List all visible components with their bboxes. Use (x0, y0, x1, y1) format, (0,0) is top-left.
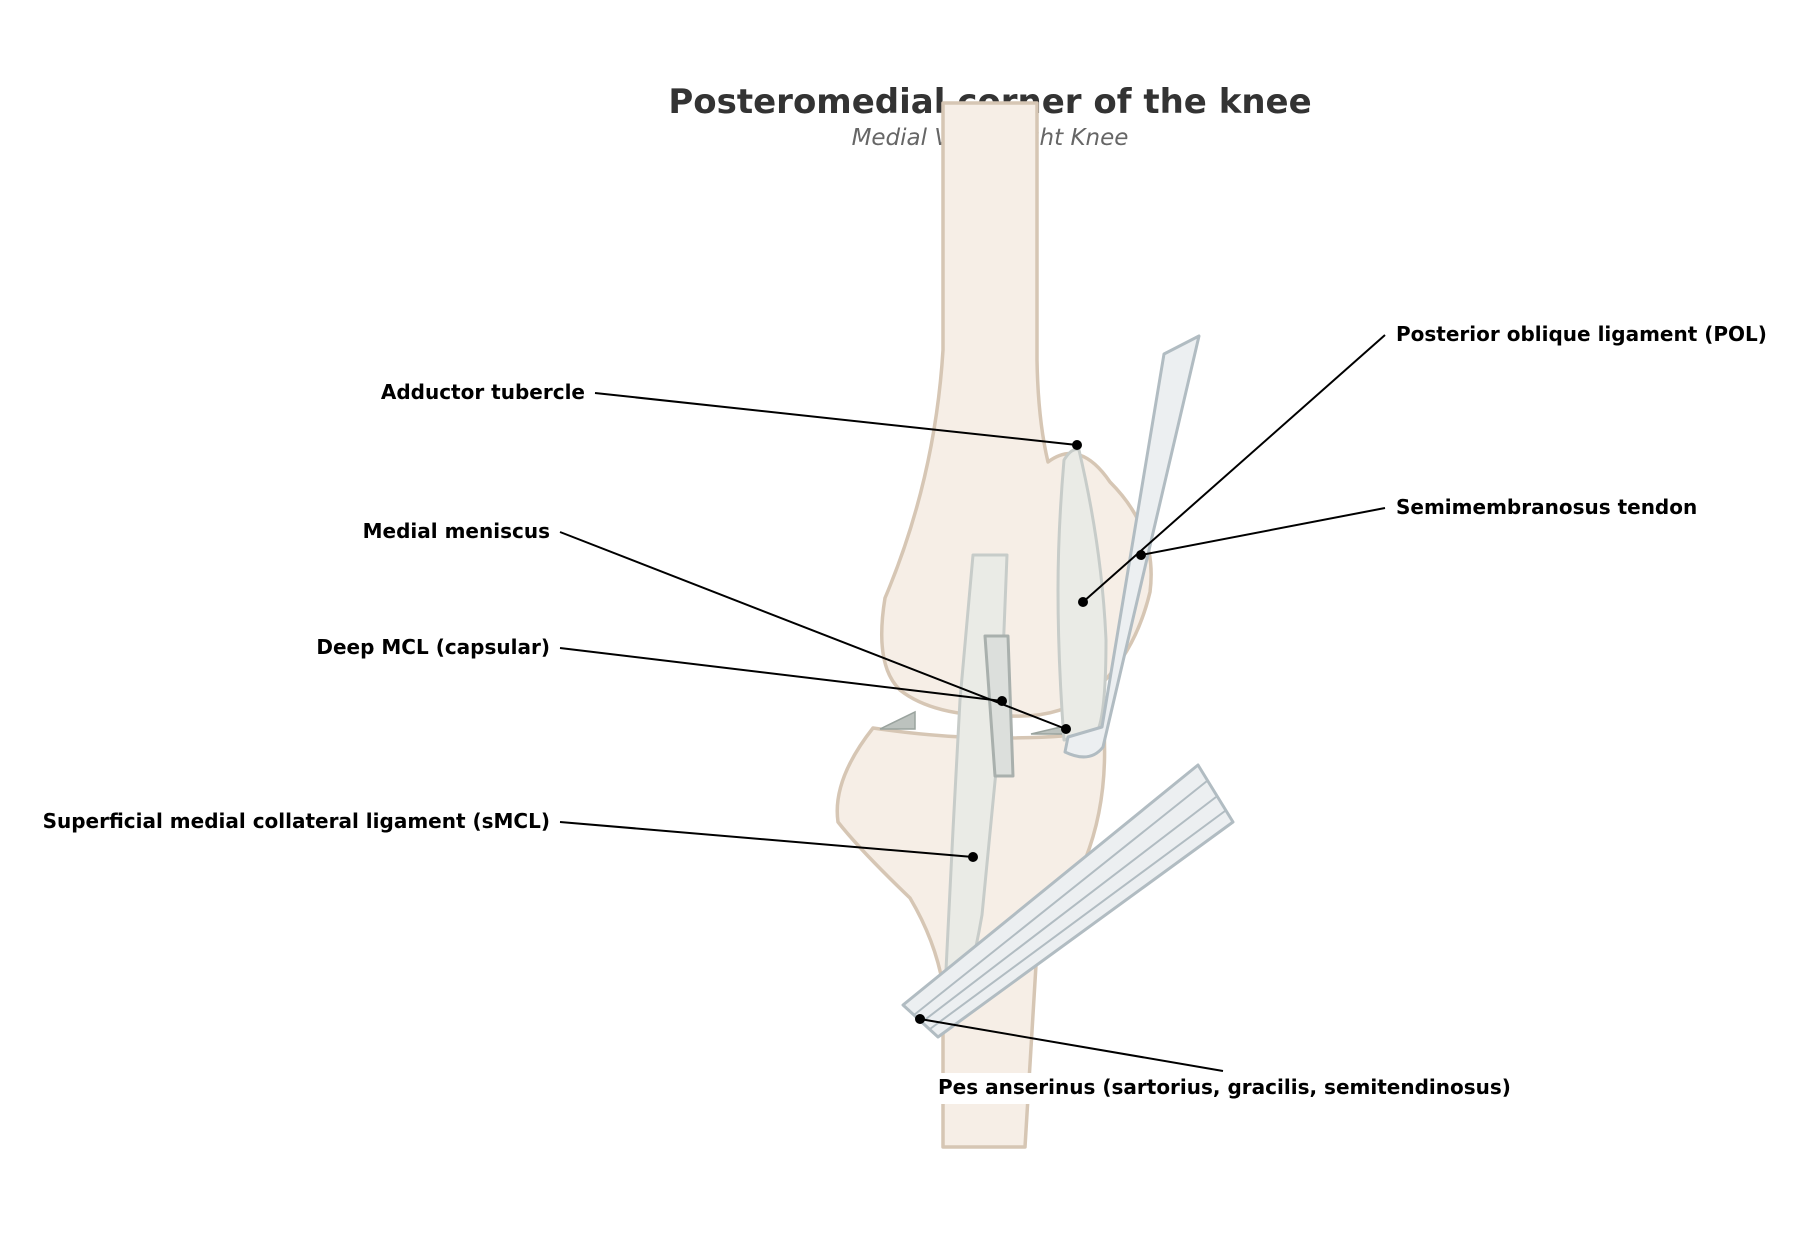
pes-anserinus (901, 763, 1235, 1039)
femur (880, 101, 1153, 718)
label-pol: Posterior oblique ligament (POL) (1396, 322, 1767, 346)
medial-meniscus-wedge-anterior (879, 710, 916, 730)
annotation-pol: Posterior oblique ligament (POL) (1078, 322, 1767, 607)
posterior-oblique-ligament (1056, 448, 1108, 742)
leader-line (559, 531, 1067, 730)
label-adductor-tubercle: Adductor tubercle (381, 380, 585, 404)
anchor-dot (1061, 724, 1071, 734)
anchor-dot (997, 696, 1007, 706)
annotation-smcl: Superficial medial collateral ligament (… (43, 809, 978, 862)
deep-mcl (983, 634, 1015, 778)
anchor-dot (968, 852, 978, 862)
leader-line (919, 1018, 1224, 1072)
label-pes-anserinus: Pes anserinus (sartorius, gracilis, semi… (938, 1075, 1511, 1099)
leader-line (594, 392, 1078, 446)
leader-line (559, 821, 974, 858)
annotation-deep-mcl: Deep MCL (capsular) (316, 635, 1007, 706)
annotation-semimembranosus: Semimembranosus tendon (1136, 495, 1697, 560)
anchor-dot (1072, 440, 1082, 450)
semimembranosus-tendon (1063, 334, 1201, 759)
annotation-adductor-tubercle: Adductor tubercle (381, 380, 1082, 450)
leader-line (1082, 334, 1386, 603)
label-smcl: Superficial medial collateral ligament (… (43, 809, 550, 833)
annotation-medial-meniscus: Medial meniscus (363, 519, 1071, 734)
leader-line (559, 647, 1003, 702)
leader-line (1140, 507, 1386, 556)
label-background (936, 1073, 1514, 1104)
annotation-pes-anserinus: Pes anserinus (sartorius, gracilis, semi… (915, 1014, 1514, 1104)
anchor-dot (1136, 550, 1146, 560)
label-deep-mcl: Deep MCL (capsular) (316, 635, 550, 659)
anchor-dot (1078, 597, 1088, 607)
label-semimembranosus: Semimembranosus tendon (1396, 495, 1697, 519)
label-medial-meniscus: Medial meniscus (363, 519, 550, 543)
anchor-dot (915, 1014, 925, 1024)
